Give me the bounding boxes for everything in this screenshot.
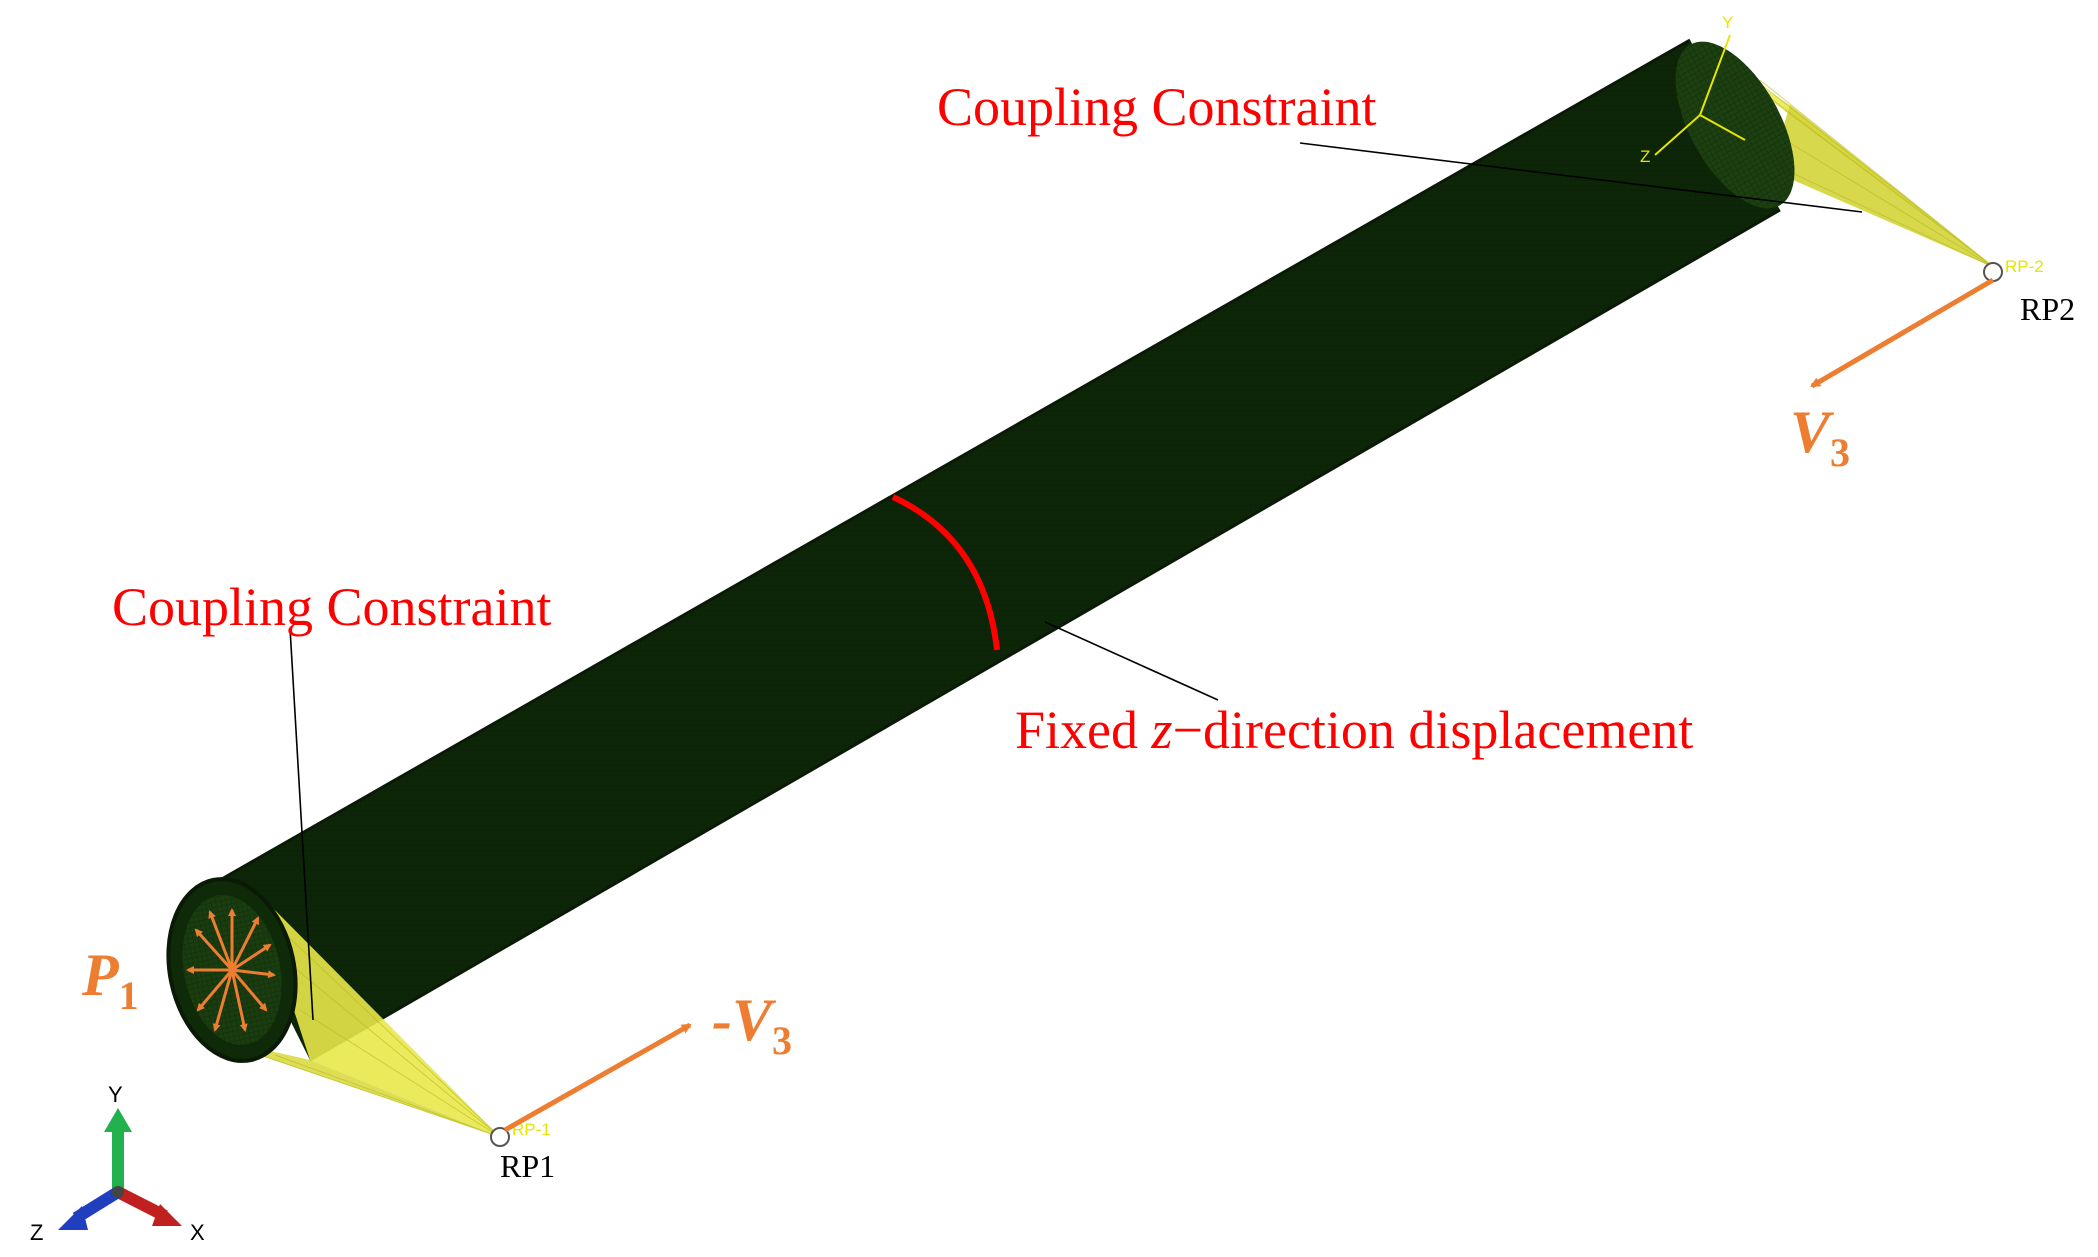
neg-v3-label: -V3 — [712, 987, 792, 1063]
coupling-constraint-top-label: Coupling Constraint — [937, 77, 1377, 137]
rp1-tag: RP-1 — [512, 1120, 551, 1139]
rp1-marker — [490, 1127, 510, 1147]
pressure-arrows — [186, 908, 276, 1032]
neg-v3-arrow — [503, 1022, 692, 1133]
v3-label: V3 — [1790, 399, 1850, 475]
coupling-cone-rp1 — [200, 890, 501, 1138]
pressure-label: P1 — [81, 942, 139, 1018]
triad-x-label: X — [190, 1220, 205, 1245]
tube-mesh — [219, 38, 1795, 1062]
local-csys-z-label: Z — [1640, 147, 1650, 166]
leader-lines — [289, 142, 1863, 1021]
rp2-tag: RP-2 — [2005, 257, 2044, 276]
triad-y-label: Y — [108, 1082, 123, 1107]
coupling-constraint-left-label: Coupling Constraint — [112, 577, 552, 637]
rp2-label: RP2 — [2020, 291, 2075, 327]
global-triad — [58, 1108, 182, 1230]
rp1-label: RP1 — [500, 1148, 555, 1184]
triad-z-label: Z — [30, 1220, 43, 1245]
rp2-marker — [1983, 262, 2003, 282]
fixed-z-label: Fixed z−direction displacement — [1015, 700, 1693, 760]
local-csys-y-label: Y — [1722, 13, 1733, 32]
v3-arrow — [1810, 277, 1995, 389]
fixed-z-ring — [891, 494, 1000, 651]
local-csys — [1654, 34, 1746, 156]
